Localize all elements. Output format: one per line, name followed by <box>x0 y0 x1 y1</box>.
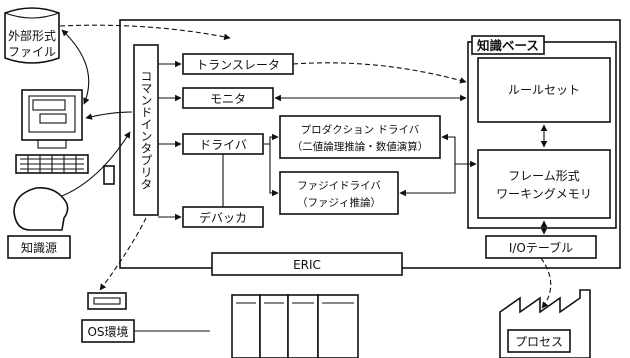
mouse-icon <box>103 165 115 185</box>
process-label: プロセス <box>515 335 563 349</box>
arrow-translator-ruleset <box>292 62 467 84</box>
arrow-iotable-process <box>540 257 552 309</box>
link-drivers <box>399 133 456 197</box>
arrow-ci-terminal <box>85 111 133 120</box>
os-env-label: OS環境 <box>87 324 128 339</box>
production-driver-label-1: プロダクション ドライバ <box>301 123 420 136</box>
frame-memory-box <box>477 149 611 219</box>
debugger-label: デバッカ <box>199 210 247 225</box>
external-file-label-1: 外部形式 <box>8 28 56 43</box>
translator-label: トランスレータ <box>196 58 280 72</box>
knowledge-source-label: 知識源 <box>21 241 57 255</box>
rule-set-box <box>477 57 611 123</box>
frame-memory-label-2: ワーキングメモリ <box>496 187 592 201</box>
io-table-label: I/Oテーブル <box>509 240 573 255</box>
terminal-icon <box>15 89 115 185</box>
command-interpreter-box <box>133 44 159 216</box>
fuzzy-driver-box <box>279 171 399 215</box>
external-file-cylinder: 外部形式 ファイル <box>4 7 60 64</box>
eric-label-box <box>211 252 403 276</box>
process-box <box>507 329 571 353</box>
knowledge-source-box <box>7 235 71 259</box>
external-file-label-2: ファイル <box>8 45 56 59</box>
arrow-driver-fuzzy <box>269 144 279 197</box>
frame-memory-label-1: フレーム形式 <box>508 169 580 183</box>
monitor-box <box>182 87 274 109</box>
arrow-driver-production <box>263 133 279 145</box>
server-rack-icon <box>231 294 359 358</box>
rule-set-label: ルールセット <box>508 83 580 97</box>
production-driver-label-2: （二値論理推論・数値演算） <box>292 140 429 153</box>
driver-label: ドライバ <box>199 138 247 152</box>
knowledge-base-label: 知識ベース <box>476 38 539 53</box>
arrow-ci-os <box>99 217 147 291</box>
person-head-icon <box>13 186 69 231</box>
os-env-icon <box>87 292 127 310</box>
eric-label: ERIC <box>293 258 321 272</box>
monitor-label: モニタ <box>210 92 246 106</box>
knowledge-base-tab <box>471 35 545 55</box>
arrow-file-terminal <box>61 29 90 105</box>
command-interpreter-label: コマンドインタプリタ <box>139 70 153 190</box>
arrow-person-ci <box>61 131 131 197</box>
fuzzy-driver-label-1: ファジイドライバ <box>297 180 381 192</box>
fuzzy-driver-label-2: （ファジィ推論） <box>297 196 381 209</box>
